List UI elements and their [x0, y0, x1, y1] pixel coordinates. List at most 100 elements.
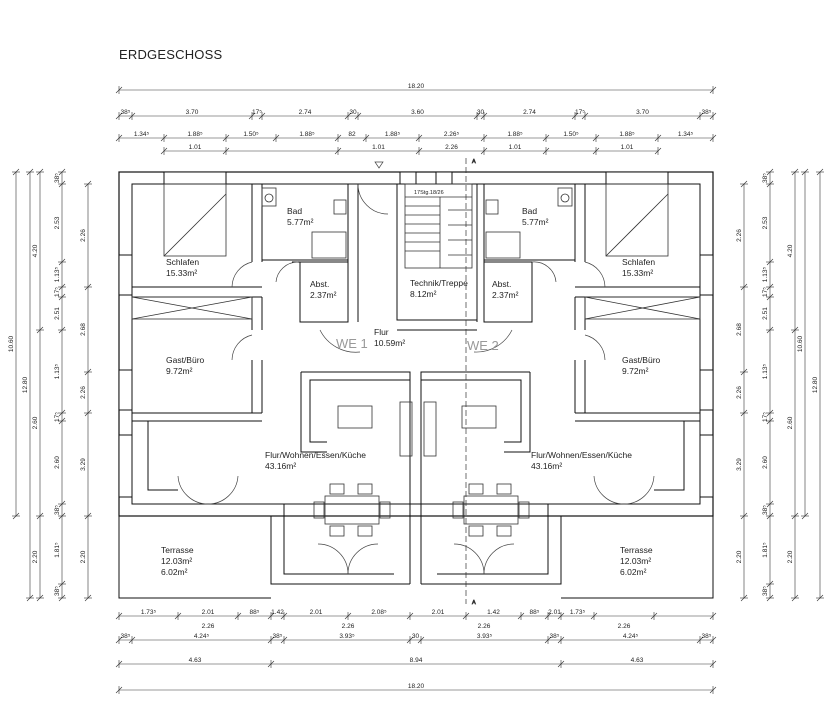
room-terrasse-left-area1: 12.03m² — [161, 556, 192, 566]
dim-top-row2-label: 1.88⁵ — [619, 131, 635, 138]
dim-top-row1-label: 38⁵ — [702, 109, 712, 116]
dim-top-row3-label: 1.01 — [372, 144, 385, 151]
dim-top-row3-label: 1.01 — [509, 144, 522, 151]
dim-top-row3-label: 1.01 — [189, 144, 202, 151]
dim-left-total-label: 10.60 — [8, 335, 15, 352]
dim-bottom-row1-label: 2.01 — [202, 609, 215, 616]
dim-bottom-row1-label: 2.08⁵ — [371, 609, 387, 616]
dim-left-inner-label: 17⁵ — [54, 412, 61, 422]
dim-left-inner-label: 1.81⁵ — [54, 542, 61, 558]
dim-top-row2-label: 1.34⁵ — [678, 131, 694, 138]
room-terrasse-left-name: Terrasse — [161, 545, 194, 555]
dim-top-row1-label: 30 — [477, 109, 485, 116]
dim-left-inner-label: 38⁵ — [54, 586, 61, 596]
dim-bottom-row1b-label: 2.26 — [342, 623, 355, 630]
dim-bottom-row1b-label: 2.26 — [478, 623, 491, 630]
unit-we2-label: WE 2 — [467, 338, 499, 353]
dim-right-inner-label: 38⁵ — [762, 505, 769, 515]
dim-top-row2-label: 1.50⁵ — [563, 131, 579, 138]
dim-right-inner-label: 1.13⁵ — [762, 364, 769, 380]
dim-bottom-row3-label: 4.63 — [631, 657, 644, 664]
room-gast-right-area: 9.72m² — [622, 366, 649, 376]
room-gast-left-area: 9.72m² — [166, 366, 193, 376]
dim-bottom-row1-label: 1.42 — [487, 609, 500, 616]
dim-bottom-row2-label: 38⁵ — [702, 633, 712, 640]
room-schlafen-right-name: Schlafen — [622, 257, 655, 267]
dim-right-outer-label: 2.60 — [787, 416, 794, 429]
dim-top-row1-label: 2.74 — [523, 109, 536, 116]
dim-top-row2-label: 1.50⁵ — [243, 131, 259, 138]
room-abst-right-area: 2.37m² — [492, 290, 519, 300]
room-gast-left-name: Gast/Büro — [166, 355, 205, 365]
room-terrasse-right-area2: 6.02m² — [620, 567, 647, 577]
room-schlafen-right-area: 15.33m² — [622, 268, 653, 278]
dim-bottom-total-label: 18.20 — [408, 683, 425, 690]
dim-bottom-row2-label: 4.24⁵ — [623, 633, 639, 640]
dim-right-inner-label: 2.60 — [762, 456, 769, 469]
dim-left-outer-label: 2.20 — [32, 550, 39, 563]
dim-left-total2-label: 12.80 — [22, 376, 29, 393]
dim-left-inner-label: 38⁵ — [54, 505, 61, 515]
furniture — [131, 183, 701, 537]
dim-bottom-row1b-label: 2.26 — [618, 623, 631, 630]
room-wohnen-right-area: 43.16m² — [531, 461, 562, 471]
dim-bottom-row3-label: 4.63 — [189, 657, 202, 664]
dim-left-mid-label: 2.68 — [80, 323, 87, 336]
room-flur-name: Flur — [374, 327, 389, 337]
dim-right-outer-label: 2.20 — [787, 550, 794, 563]
room-abst-left-area: 2.37m² — [310, 290, 337, 300]
dim-right-mid-label: 2.20 — [736, 550, 743, 563]
entrance-marker — [374, 161, 384, 169]
dim-top-row2-label: 1.88⁵ — [507, 131, 523, 138]
dim-bottom-row1-label: 2.01 — [548, 609, 561, 616]
dim-left-inner-label: 2.60 — [54, 456, 61, 469]
dim-right-mid-label: 2.26 — [736, 229, 743, 242]
room-gast-right-name: Gast/Büro — [622, 355, 661, 365]
room-terrasse-left-area2: 6.02m² — [161, 567, 188, 577]
unit-we1-label: WE 1 — [336, 336, 368, 351]
dim-left-mid-label: 2.20 — [80, 550, 87, 563]
dim-right-outer-label: 4.20 — [787, 244, 794, 257]
dim-right-inner-label: 38⁵ — [762, 586, 769, 596]
dim-top-row2-label: 1.88⁵ — [187, 131, 203, 138]
dim-bottom-row1-label: 88⁵ — [250, 609, 260, 616]
dim-top-row3-label: 1.01 — [621, 144, 634, 151]
room-bad-left-area: 5.77m² — [287, 217, 314, 227]
room-wohnen-right-name: Flur/Wohnen/Essen/Küche — [531, 450, 632, 460]
room-wohnen-left-area: 43.16m² — [265, 461, 296, 471]
room-abst-right-name: Abst. — [492, 279, 511, 289]
dim-left-inner-label: 2.51 — [54, 307, 61, 320]
dim-top-row2-label: 1.34⁵ — [134, 131, 150, 138]
dim-left-mid-label: 2.26 — [80, 229, 87, 242]
dim-right-mid-label: 3.29 — [736, 458, 743, 471]
dim-left-inner-label: 2.53 — [54, 216, 61, 229]
room-schlafen-left-area: 15.33m² — [166, 268, 197, 278]
room-bad-right-area: 5.77m² — [522, 217, 549, 227]
dim-left-inner-label: 1.13⁵ — [54, 267, 61, 283]
dim-bottom-row2-label: 3.93⁵ — [339, 633, 355, 640]
dim-top-row3-label: 2.26 — [445, 144, 458, 151]
dim-right-mid-label: 2.68 — [736, 323, 743, 336]
dim-right-inner-label: 17⁵ — [762, 287, 769, 297]
dim-right-mid-label: 2.26 — [736, 386, 743, 399]
dim-bottom-row1-label: 2.01 — [432, 609, 445, 616]
dim-top-row1-label: 38⁵ — [121, 109, 131, 116]
dim-left-outer-label: 2.60 — [32, 416, 39, 429]
dim-bottom-row1-label: 1.42 — [271, 609, 284, 616]
dim-bottom-row3-label: 8.94 — [410, 657, 423, 664]
dim-top-row1-label: 30 — [349, 109, 357, 116]
dim-top-row1-label: 2.74 — [299, 109, 312, 116]
dim-top-total-label: 18.20 — [408, 83, 425, 90]
room-abst-left-name: Abst. — [310, 279, 329, 289]
room-technik-name: Technik/Treppe — [410, 278, 468, 288]
dim-left-inner-label: 38⁵ — [54, 173, 61, 183]
dim-right-total-label: 10.60 — [797, 335, 804, 352]
dim-bottom-row2-label: 30 — [412, 633, 420, 640]
dim-bottom-row2-label: 38⁵ — [273, 633, 283, 640]
dim-right-inner-label: 38⁵ — [762, 173, 769, 183]
section-line: A A — [465, 158, 476, 606]
dim-right-inner-label: 17⁵ — [762, 412, 769, 422]
page-title: ERDGESCHOSS — [119, 47, 223, 62]
room-labels: Schlafen 15.33m² Bad 5.77m² Abst. 2.37m²… — [161, 190, 661, 577]
